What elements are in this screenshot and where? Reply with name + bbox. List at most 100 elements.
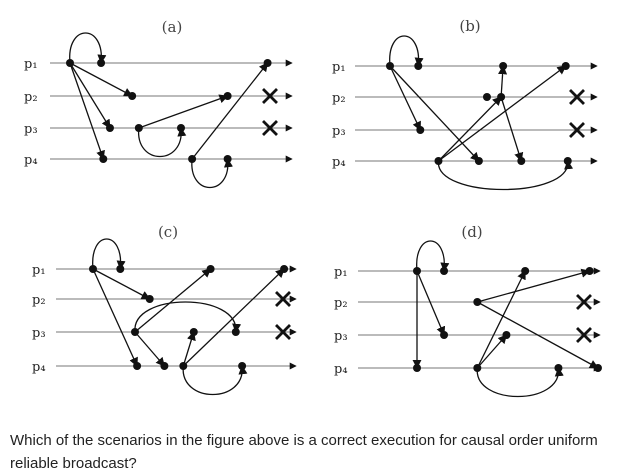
process-label-b-3: p₃ bbox=[332, 124, 346, 139]
process-label-a-2: p₂ bbox=[24, 90, 38, 105]
event-dot-a_d3 bbox=[105, 124, 114, 132]
event-dot-c_e1 bbox=[206, 265, 215, 273]
message-arrow-d-1 bbox=[416, 270, 446, 336]
process-label-d-1: p₁ bbox=[334, 265, 348, 280]
process-label-c-2: p₂ bbox=[32, 293, 46, 308]
process-label-b-1: p₁ bbox=[332, 60, 346, 75]
message-arrow-a-6 bbox=[191, 62, 269, 160]
event-dot-a_d3b bbox=[177, 124, 185, 132]
message-arrow-d-6 bbox=[476, 334, 508, 369]
message-arrow-c-0 bbox=[92, 238, 126, 270]
event-dot-c_d2 bbox=[145, 295, 154, 303]
message-arrow-b-6 bbox=[500, 96, 524, 162]
event-dot-c_e3 bbox=[231, 328, 240, 336]
crash-cross-icon-b-2 bbox=[569, 89, 585, 105]
event-dot-c_s3 bbox=[131, 328, 139, 336]
message-arrow-a-0 bbox=[69, 32, 107, 64]
event-dot-c_d3 bbox=[189, 328, 198, 336]
event-dot-d_d4 bbox=[413, 364, 421, 372]
event-dot-d_e4 bbox=[554, 364, 563, 372]
message-arrow-c-8 bbox=[182, 365, 248, 396]
message-arrow-d-0 bbox=[416, 240, 450, 272]
event-dot-a_s4 bbox=[188, 155, 197, 163]
message-arrow-c-4 bbox=[134, 331, 165, 367]
event-dot-a_e1 bbox=[263, 59, 272, 67]
event-dot-d_f4 bbox=[593, 364, 602, 372]
process-label-a-1: p₁ bbox=[24, 57, 38, 72]
event-dot-d_s2 bbox=[473, 298, 482, 306]
message-arrow-c-6 bbox=[182, 331, 196, 367]
event-dot-d_s1 bbox=[413, 267, 421, 275]
process-label-c-4: p₄ bbox=[32, 360, 46, 375]
message-arrow-a-3 bbox=[69, 62, 105, 160]
crash-cross-icon-d-3 bbox=[576, 327, 592, 343]
event-dot-a_s1 bbox=[66, 59, 74, 67]
event-dot-a_d4b bbox=[223, 155, 232, 163]
message-arrow-a-2 bbox=[69, 62, 111, 129]
crash-cross-icon-a-2 bbox=[262, 88, 278, 104]
scenario-figure: (a)p₁p₂p₃p₄(b)p₁p₂p₃p₄(c)p₁p₂p₃p₄(d)p₁p₂… bbox=[24, 17, 602, 397]
message-arrow-b-3 bbox=[438, 65, 567, 162]
event-dot-b_d3 bbox=[416, 126, 425, 134]
process-label-c-3: p₃ bbox=[32, 326, 46, 341]
panel-label-a: (a) bbox=[162, 18, 183, 36]
event-dot-b_e1 bbox=[499, 62, 508, 70]
message-arrow-b-2 bbox=[389, 65, 480, 162]
process-label-a-4: p₄ bbox=[24, 153, 38, 168]
message-arrow-d-5 bbox=[476, 270, 526, 369]
event-dot-c_d1 bbox=[116, 265, 125, 273]
message-arrow-c-1 bbox=[92, 268, 151, 300]
message-arrow-a-4 bbox=[138, 94, 229, 129]
process-label-d-3: p₃ bbox=[334, 329, 348, 344]
message-arrow-c-5 bbox=[134, 301, 242, 333]
event-dot-d_e1 bbox=[521, 267, 530, 275]
message-arrow-d-3 bbox=[477, 268, 591, 303]
event-dot-b_r2b bbox=[497, 93, 506, 101]
message-arrow-c-3 bbox=[134, 268, 212, 333]
event-dot-b_d4 bbox=[474, 157, 483, 165]
message-arrow-b-5 bbox=[498, 65, 508, 98]
message-arrow-b-4 bbox=[438, 96, 502, 162]
process-label-d-4: p₄ bbox=[334, 362, 348, 377]
event-dot-c_e4 bbox=[160, 362, 169, 370]
event-dot-a_d1 bbox=[97, 59, 106, 67]
event-dot-c_s1 bbox=[89, 265, 97, 273]
message-arrow-c-2 bbox=[92, 268, 138, 367]
event-dot-d_d1 bbox=[440, 267, 449, 275]
event-dot-b_f1 bbox=[561, 62, 570, 70]
event-dot-c_f4 bbox=[238, 362, 247, 370]
message-arrow-b-7 bbox=[437, 160, 574, 191]
message-arrow-a-5 bbox=[138, 127, 187, 158]
event-dot-d_f1 bbox=[585, 267, 594, 275]
event-dot-b_d1 bbox=[414, 62, 423, 70]
event-dot-a_d4 bbox=[99, 155, 108, 163]
event-dot-a_s3 bbox=[134, 124, 143, 132]
message-arrow-d-7 bbox=[476, 367, 564, 397]
event-dot-a_e2 bbox=[223, 92, 232, 100]
crash-cross-icon-d-2 bbox=[576, 294, 592, 310]
event-dot-b_e4 bbox=[517, 157, 526, 165]
process-label-a-3: p₃ bbox=[24, 122, 38, 137]
message-arrow-b-1 bbox=[389, 65, 421, 131]
event-dot-c_d4 bbox=[133, 362, 142, 370]
process-label-b-4: p₄ bbox=[332, 155, 346, 170]
event-dot-b_s1 bbox=[386, 62, 394, 70]
event-dot-a_d2 bbox=[128, 92, 137, 100]
event-dot-d_d3 bbox=[440, 331, 449, 339]
event-dot-c_f1 bbox=[280, 265, 289, 273]
message-arrow-a-1 bbox=[69, 62, 133, 97]
panel-label-c: (c) bbox=[158, 223, 178, 241]
message-arrow-c-7 bbox=[182, 268, 285, 367]
crash-cross-icon-a-3 bbox=[262, 120, 278, 136]
panel-label-d: (d) bbox=[461, 223, 482, 241]
process-label-b-2: p₂ bbox=[332, 91, 346, 106]
process-label-c-1: p₁ bbox=[32, 263, 46, 278]
message-arrow-a-7 bbox=[191, 158, 233, 188]
question-text: Which of the scenarios in the figure abo… bbox=[10, 432, 598, 472]
event-dot-d_s4 bbox=[473, 364, 482, 372]
crash-cross-icon-c-3 bbox=[275, 324, 291, 340]
event-dot-b_s4 bbox=[434, 157, 443, 165]
crash-cross-icon-b-3 bbox=[569, 122, 585, 138]
process-label-d-2: p₂ bbox=[334, 296, 348, 311]
event-dot-b_f4 bbox=[563, 157, 572, 165]
